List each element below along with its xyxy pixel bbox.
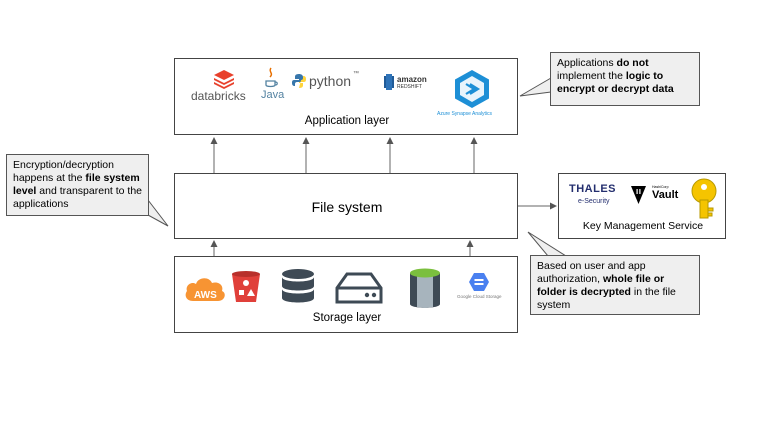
kms-label: Key Management Service [582, 220, 704, 232]
file-system-box: File system [174, 173, 518, 239]
aws-logo-text: AWS [194, 290, 217, 301]
azure-synapse-logo-text: Azure Synapse Analytics [437, 111, 493, 117]
vault-small-text: HashiCorp [652, 185, 669, 189]
thales-subtitle: e-Security [578, 198, 610, 205]
storage-layer-label: Storage layer [312, 312, 382, 324]
redshift-icon [384, 74, 394, 90]
callout-apps-text-1: Applications [557, 57, 617, 69]
callout-apps-bold-2: logic to encrypt or decrypt data [557, 70, 674, 95]
thales-logo-text: THALES [569, 183, 616, 195]
databricks-logo-text: databricks [191, 89, 246, 103]
callout-pointer-authorization [527, 231, 567, 257]
file-system-label: File system [311, 199, 383, 215]
google-cloud-storage-icon [469, 273, 489, 291]
callout-encryption-bold-1: file system level [13, 172, 140, 197]
java-logo-text: Java [261, 89, 285, 101]
azure-synapse-icon [455, 70, 489, 108]
s3-bucket-icon [232, 271, 260, 302]
kms-box: THALES e-Security HashiCorp Vault Key Ma… [558, 173, 726, 239]
callout-apps-text-2: implement the [557, 70, 626, 82]
python-trademark: ™ [353, 71, 359, 77]
python-icon [292, 74, 306, 88]
python-logo-text: python [309, 73, 352, 89]
callout-apps-no-encryption-logic: Applications do not implement the logic … [550, 52, 700, 106]
hashicorp-icon [631, 186, 646, 204]
databricks-icon [214, 70, 234, 89]
callout-encryption-text-2: and transparent to the applications [13, 185, 143, 210]
callout-authorization-text-2: in the file system [537, 286, 676, 311]
callout-authorization-bold-1: whole file or folder is decrypted [537, 273, 665, 298]
hard-drive-icon [335, 272, 383, 304]
database-icon [282, 269, 314, 303]
callout-encryption-at-file-system: Encryption/decryption happens at the fil… [6, 154, 149, 216]
callout-pointer-encryption [147, 199, 169, 227]
key-icon [691, 178, 717, 219]
callout-apps-bold-1: do not [616, 57, 649, 69]
azure-storage-icon [410, 268, 440, 308]
storage-layer-box: AWS Google Cloud Storage Storage layer [174, 256, 518, 333]
application-layer-label: Application layer [304, 115, 390, 127]
amazon-logo-text: amazon [397, 75, 427, 84]
callout-pointer-apps [519, 77, 552, 97]
redshift-logo-text: REDSHIFT [397, 84, 422, 90]
java-cup-icon [265, 67, 278, 88]
google-cloud-storage-logo-text: Google Cloud Storage [457, 294, 502, 299]
callout-authorization-text-1: Based on user and app authorization, [537, 260, 646, 285]
vault-logo-text: Vault [652, 189, 679, 201]
callout-encryption-text-1: Encryption/decryption happens at the [13, 159, 114, 184]
aws-cloud-icon [185, 278, 225, 301]
callout-authorization-decryption: Based on user and app authorization, who… [530, 255, 700, 315]
application-layer-box: databricks Java python ™ amazon REDSHIFT… [174, 58, 518, 135]
